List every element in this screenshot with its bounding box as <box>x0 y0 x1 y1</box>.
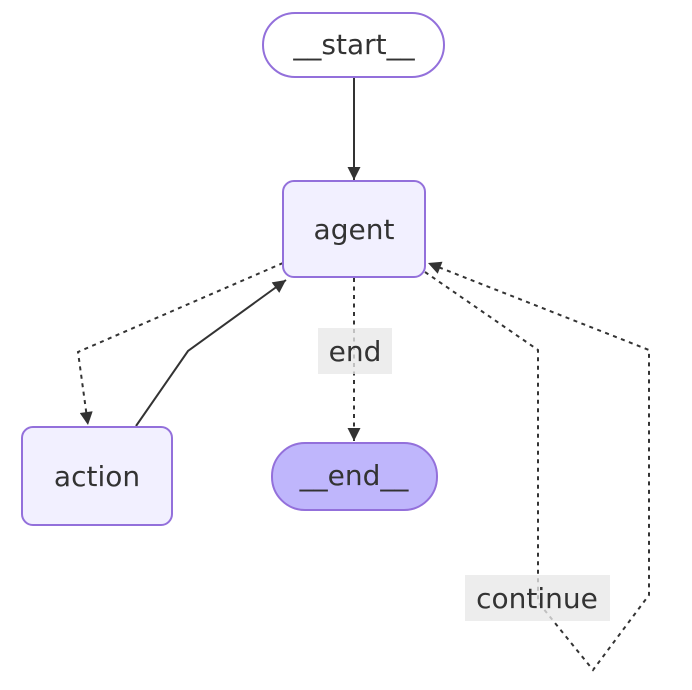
edge-label-continue-text: continue <box>476 582 598 615</box>
edge-label-continue-bg <box>465 575 610 621</box>
node-end-shape <box>271 442 438 511</box>
edge-label-end-bg <box>318 328 392 374</box>
node-agent-shape <box>282 180 426 278</box>
edge-label-continue: continue <box>465 575 610 621</box>
node-start-label: __start__ <box>292 28 415 61</box>
node-start-shape <box>262 12 445 78</box>
node-agent-label: agent <box>314 213 395 246</box>
edge-label-end-text: end <box>329 335 382 368</box>
node-end-label: __end__ <box>299 459 410 492</box>
edge-agent-continue-loop <box>424 261 650 672</box>
edges-layer <box>76 76 650 672</box>
node-action-label: action <box>54 460 140 493</box>
edge-agent-to-action <box>76 262 284 426</box>
node-end: __end__ <box>271 442 438 511</box>
node-action: action <box>21 426 173 526</box>
edge-action-to-agent <box>135 279 287 427</box>
node-agent: agent <box>282 180 426 278</box>
edge-label-end: end <box>318 328 392 374</box>
node-start: __start__ <box>262 12 445 78</box>
node-action-shape <box>21 426 173 526</box>
